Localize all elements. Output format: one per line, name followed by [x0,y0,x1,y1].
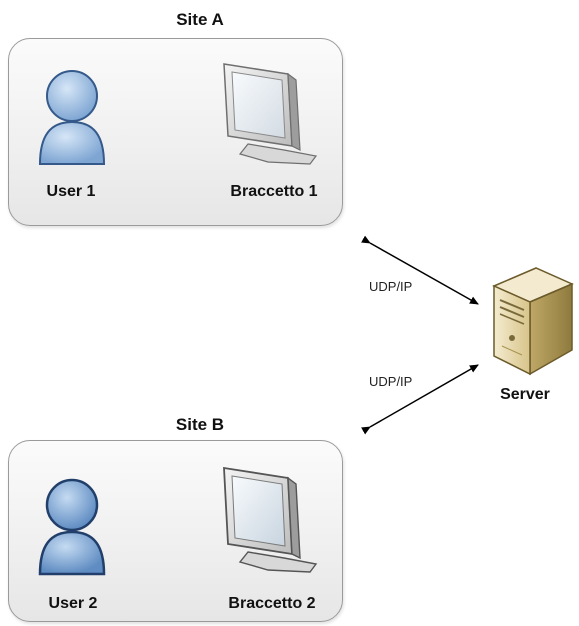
user-icon [38,478,106,576]
link-arrow-site-a [361,235,479,305]
site-b-title: Site B [175,415,225,434]
user-icon [38,70,106,165]
site-a-title: Site A [176,10,224,29]
link-label-site-a: UDP/IP [369,279,413,294]
user-1-label: User 1 [46,183,96,200]
monitor-icon [223,63,318,165]
user-2-label: User 2 [48,595,98,612]
link-label-site-b: UDP/IP [369,374,413,389]
braccetto-2-label: Braccetto 2 [228,595,316,612]
server-label: Server [500,386,550,403]
monitor-icon [223,466,318,573]
server-icon [492,267,574,376]
braccetto-1-label: Braccetto 1 [230,183,318,200]
link-arrow-site-b [361,364,479,435]
